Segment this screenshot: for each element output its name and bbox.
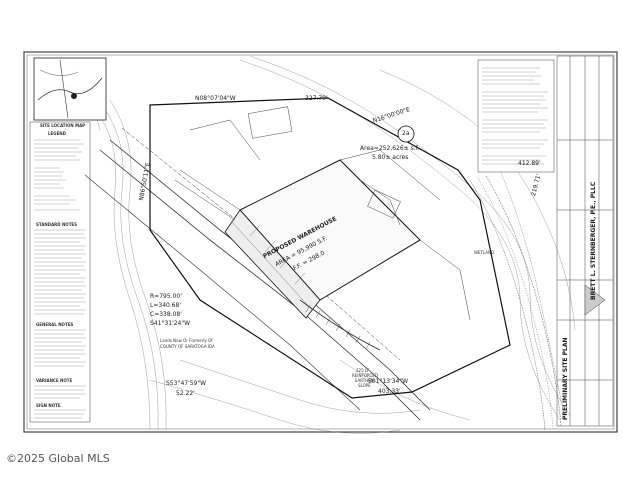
slope-label-1: 225 LF	[356, 368, 370, 373]
sign-note-title: SIGN NOTE	[36, 403, 61, 408]
general-notes-title: GENERAL NOTES	[36, 322, 74, 327]
wetland-label: WETLAND	[474, 250, 495, 255]
slope-label-4: SLOPE	[358, 383, 371, 388]
bearing-north: N08°07'04"W	[195, 95, 236, 102]
curve-length: L=340.68'	[150, 302, 182, 309]
parking-area	[174, 106, 471, 321]
title-block	[556, 55, 614, 427]
proposed-warehouse	[224, 159, 421, 319]
slope-label-3: EARTHEN	[355, 378, 374, 383]
legend-title: LEGEND	[48, 131, 66, 136]
site-area: Area=252,626± s.f.	[360, 145, 420, 152]
site-statistics	[477, 59, 555, 173]
site-acres: 5.80± acres	[372, 154, 409, 161]
engineer-name: BRETT L. STERNBERGER, P.E., PLLC	[590, 181, 597, 300]
sheet-title: PRELIMINARY SITE PLAN	[562, 337, 569, 421]
bearing-south: S01°13'34"W	[368, 378, 409, 385]
location-map-inset	[33, 57, 107, 121]
curve-radius: R=795.00'	[150, 293, 182, 300]
curve-chord: C=338.08'	[150, 311, 182, 318]
parcel-tag	[397, 125, 415, 143]
curve-bearing: S41°31'24"W	[150, 320, 191, 327]
bearing-sw: S53°47'59"W	[166, 380, 207, 387]
standard-notes-title: STANDARD NOTES	[36, 222, 78, 227]
distance-ne: 412.89'	[518, 160, 541, 167]
tree-line	[469, 169, 566, 431]
slope-label-2: REINFORCED	[352, 373, 378, 378]
distance-south: 403.33'	[378, 388, 401, 395]
variance-note-title: VARIANCE NOTE	[36, 378, 73, 383]
parcel-id: 2a	[402, 130, 410, 137]
property-boundary	[149, 97, 511, 399]
watermark-copyright: ©2025 Global MLS	[6, 452, 110, 465]
adjoiner-county: COUNTY OF SARATOGA IDA	[160, 344, 215, 349]
location-map-title: SITE LOCATION MAP	[40, 123, 86, 128]
distance-north: 327.79'	[305, 95, 328, 102]
notes-column	[29, 121, 91, 423]
adjoiner-south: Lands Now Or Formerly Of	[160, 338, 213, 343]
distance-sw: 52.22'	[176, 390, 195, 397]
earthen-slope	[299, 299, 381, 351]
